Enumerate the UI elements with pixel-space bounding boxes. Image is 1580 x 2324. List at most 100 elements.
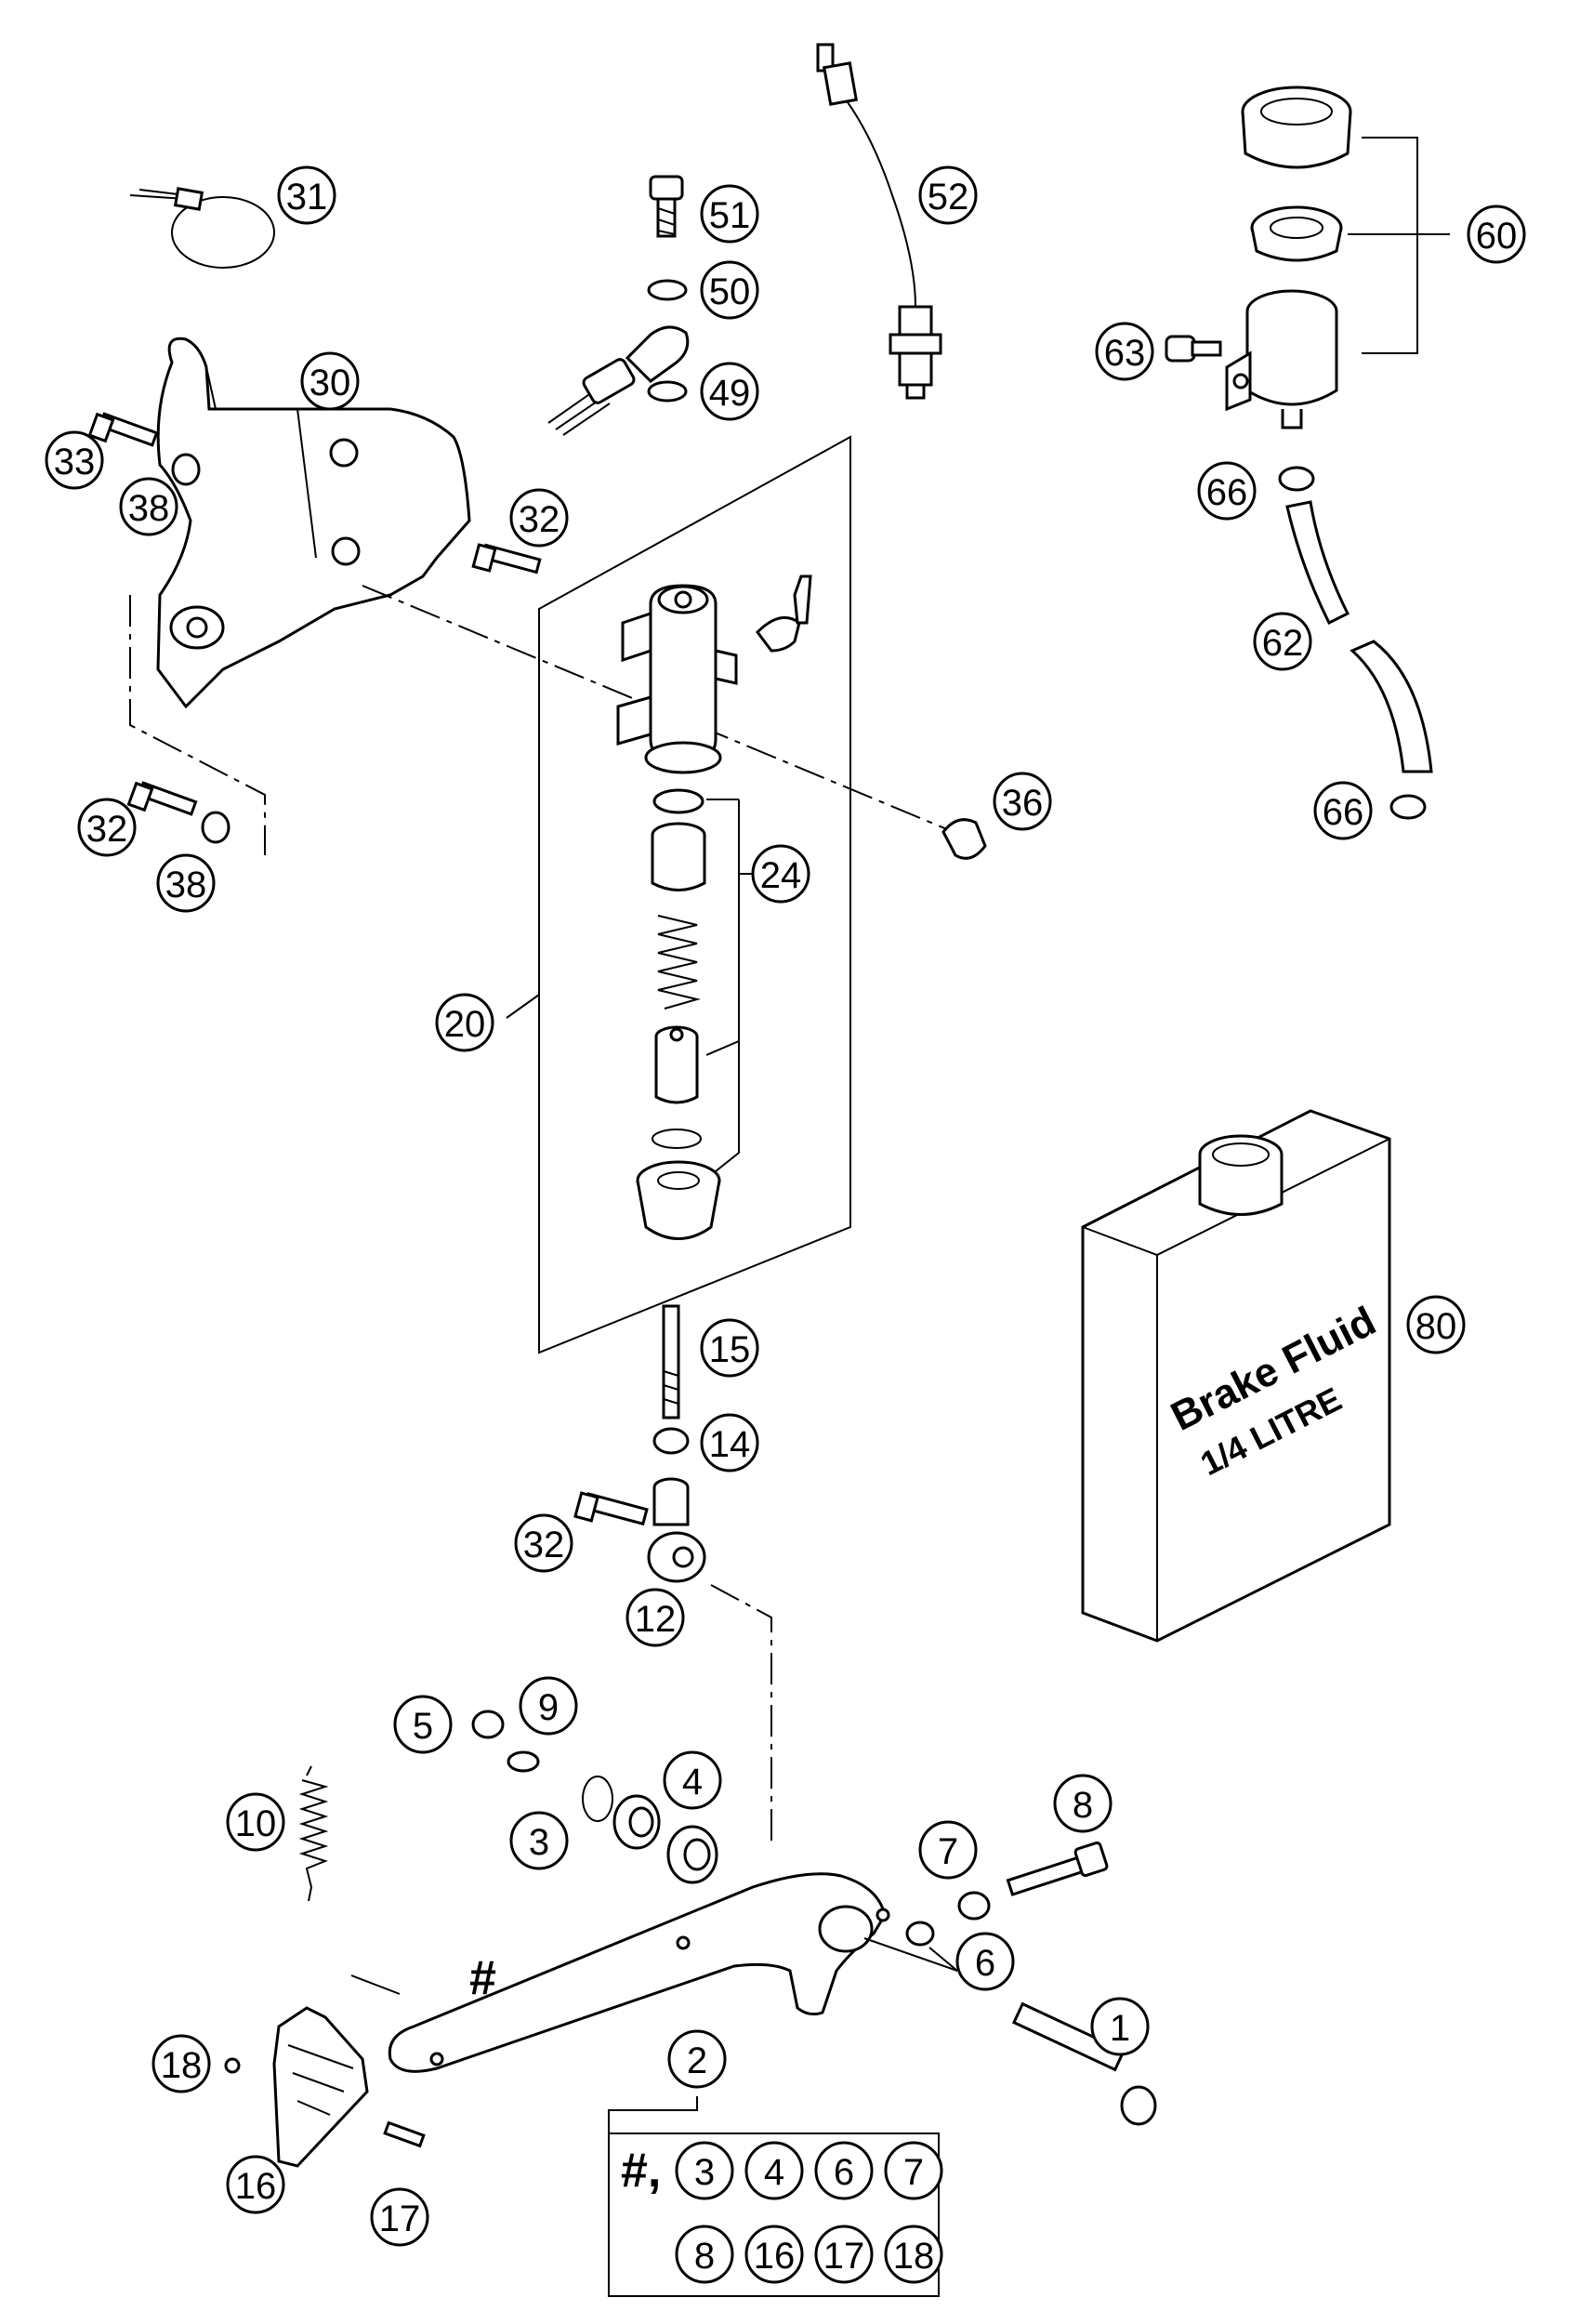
clamp-66b-part [1389, 794, 1427, 820]
screw-63-part [1165, 335, 1222, 363]
callout-c63: 63 [1095, 322, 1154, 381]
kit-callout-16: 16 [744, 2225, 804, 2284]
callout-c63-label: 63 [1104, 333, 1146, 374]
callout-c2: 2 [667, 2029, 727, 2089]
callout-c36: 36 [993, 772, 1052, 831]
callout-c20-label: 20 [444, 1004, 486, 1045]
master-cylinder-body-part [616, 584, 738, 774]
callout-c5: 5 [393, 1695, 453, 1754]
kit-callout-18: 18 [884, 2225, 943, 2284]
callout-c6-label: 6 [975, 1943, 995, 1984]
callout-c16: 16 [226, 2155, 285, 2214]
bearing-3-part [612, 1794, 661, 1850]
bracket-plate-part [156, 337, 471, 709]
reservoir-cap-part [1241, 86, 1352, 169]
nut-6-part [905, 1921, 935, 1947]
callout-c30-label: 30 [309, 363, 351, 403]
kit-callout-8-label: 8 [694, 2236, 715, 2277]
callout-c7: 7 [918, 1820, 978, 1880]
sleeve-part [651, 822, 706, 891]
callout-c32a-label: 32 [519, 499, 560, 540]
callout-c4: 4 [663, 1750, 722, 1810]
callout-c18-label: 18 [161, 2045, 203, 2086]
brake-light-switch-part [816, 43, 942, 400]
kit-callout-18-label: 18 [893, 2236, 935, 2277]
reservoir-body-part [1225, 289, 1338, 429]
callout-c17: 17 [370, 2187, 429, 2247]
callout-c1-label: 1 [1110, 2008, 1130, 2049]
kit-callout-3-label: 3 [694, 2152, 715, 2193]
callout-c32c: 32 [514, 1513, 573, 1573]
nut-5-part [471, 1710, 505, 1739]
callout-c2-label: 2 [687, 2040, 707, 2081]
callout-c20: 20 [435, 993, 494, 1052]
spring-part [657, 915, 701, 1010]
callout-c38b-label: 38 [165, 865, 207, 905]
pushrod-15-part [662, 1304, 680, 1419]
callout-c66b: 66 [1313, 781, 1373, 840]
kit-callout-17: 17 [814, 2225, 874, 2284]
callout-c66a-label: 66 [1206, 472, 1248, 513]
callout-c62-label: 62 [1262, 623, 1304, 664]
clevis-12-part [647, 1477, 706, 1583]
kit-20-outline [538, 435, 851, 1354]
callout-c3-label: 3 [529, 1822, 549, 1863]
bracket-60-leader [1362, 137, 1418, 354]
callout-c7-label: 7 [938, 1831, 958, 1872]
kit-callout-8: 8 [675, 2225, 734, 2284]
callout-c52: 52 [918, 165, 978, 225]
nut-38b-part [201, 811, 230, 844]
callout-c36-label: 36 [1002, 783, 1044, 824]
bolt-32a-part [471, 543, 542, 574]
spring-10-part [298, 1765, 329, 1902]
nut-38a-part [171, 453, 201, 486]
bolt-32b-part [126, 781, 198, 816]
callout-c17-label: 17 [379, 2199, 421, 2239]
leader-20 [506, 994, 540, 1019]
callout-c32a: 32 [509, 488, 569, 548]
washer-9-part [507, 1750, 540, 1773]
callout-c66a: 66 [1197, 461, 1257, 521]
callout-c3: 3 [509, 1811, 569, 1870]
callout-c32b-label: 32 [86, 809, 128, 850]
callout-c38b: 38 [156, 853, 216, 913]
washer-50-part [647, 279, 688, 301]
callout-c6: 6 [955, 1932, 1015, 1991]
callout-c30: 30 [300, 351, 360, 411]
callout-c10: 10 [226, 1792, 285, 1852]
kit-callout-7-label: 7 [903, 2152, 924, 2193]
callout-c52-label: 52 [928, 177, 969, 218]
callout-c12: 12 [625, 1588, 685, 1647]
leader-hash [350, 1974, 401, 1995]
callout-c33: 33 [45, 430, 104, 490]
bolt-1-part [1011, 2001, 1157, 2126]
screw-17-part [383, 2120, 426, 2148]
bolt-33-part [87, 412, 159, 447]
callout-c12-label: 12 [635, 1599, 677, 1640]
pedal-step-16-part [272, 2006, 369, 2168]
callout-c49: 49 [700, 362, 759, 421]
callout-c1: 1 [1090, 1997, 1150, 2056]
dashed-pushrod-line [710, 1584, 772, 1845]
callout-c50: 50 [700, 260, 759, 320]
kit-callout-6: 6 [814, 2141, 874, 2200]
callout-c51-label: 51 [709, 195, 751, 236]
nut-7-part [957, 1891, 991, 1921]
brake-fluid-can-part [1081, 1109, 1391, 1643]
bearing-4-part [666, 1825, 718, 1884]
circlip-part [652, 1129, 702, 1149]
cable-tie-part [129, 187, 275, 269]
clamp-66a-part [1278, 466, 1315, 492]
leader-24-piston [705, 1040, 740, 1056]
piston-part [654, 1025, 699, 1104]
callout-c31: 31 [277, 165, 336, 225]
callout-c60: 60 [1467, 205, 1526, 264]
callout-c33-label: 33 [54, 442, 96, 482]
callout-c8-label: 8 [1073, 1785, 1093, 1826]
callout-c15-label: 15 [709, 1329, 751, 1370]
callout-c8: 8 [1053, 1774, 1113, 1833]
